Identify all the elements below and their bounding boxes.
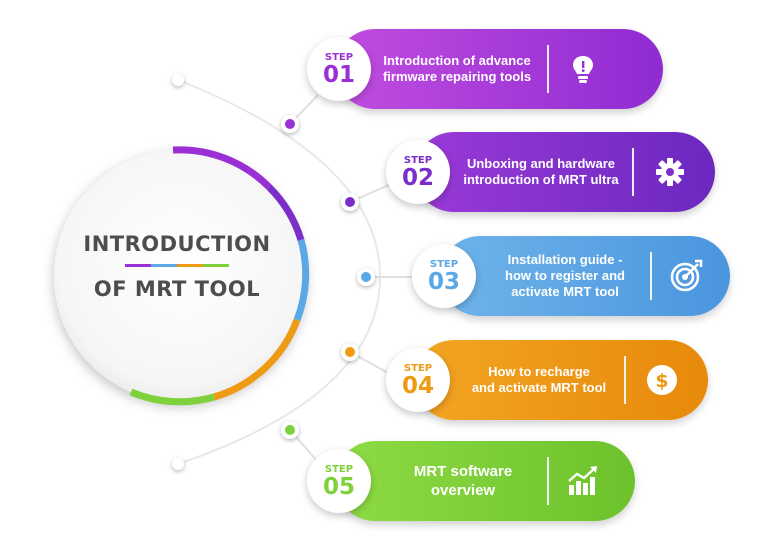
step-5-badge: STEP 05 xyxy=(307,449,371,513)
ring-segment-blue xyxy=(293,239,310,322)
step-2-line-2: introduction of MRT ultra xyxy=(463,172,619,187)
step-1-line-2: firmware repairing tools xyxy=(382,69,532,84)
step-4-number: 04 xyxy=(401,372,434,399)
ring-segment-purple xyxy=(172,146,272,190)
lightbulb-icon xyxy=(573,56,593,83)
step-2-badge: STEP 02 xyxy=(386,140,450,204)
step-3-number: 03 xyxy=(427,268,460,295)
title-color-rule xyxy=(62,264,292,267)
step-5-pill xyxy=(335,441,635,521)
step-3: STEP 03 Installation guide -how to regis… xyxy=(412,236,730,316)
step-5-text: MRT software overview xyxy=(383,441,543,521)
step-3-label: STEP xyxy=(429,258,459,270)
step-3-line-1: Installation guide - xyxy=(507,252,623,267)
step-1-label: STEP xyxy=(324,51,354,63)
step-4-line-2: and activate MRT tool xyxy=(471,380,607,395)
gear-icon xyxy=(656,158,684,186)
arc-end-dot-top xyxy=(172,74,184,86)
step-5-divider xyxy=(547,457,549,505)
node-dot-1 xyxy=(281,115,299,133)
step-5-line-2: overview xyxy=(430,482,496,499)
step-3-line-3: activate MRT tool xyxy=(511,284,619,299)
step-3-badge: STEP 03 xyxy=(412,244,476,308)
title-line-2: OF MRT TOOL xyxy=(93,277,261,301)
center-title: INTRODUCTION OF MRT TOOL xyxy=(62,232,292,301)
target-icon xyxy=(670,259,703,292)
step-1-line-1: Introduction of advance xyxy=(383,53,531,68)
step-3-pill xyxy=(440,236,730,316)
step-5: STEP 05 MRT software overview xyxy=(307,441,635,521)
step-3-line-2: how to register and xyxy=(505,268,625,283)
step-2-label: STEP xyxy=(403,154,433,166)
step-4-badge: STEP 04 xyxy=(386,348,450,412)
ring-segment-violet xyxy=(266,184,305,242)
ring-segment-orange xyxy=(213,318,301,401)
node-dot-4 xyxy=(341,343,359,361)
growth-chart-icon xyxy=(568,466,597,495)
step-1-divider xyxy=(547,45,549,93)
title-line-1: INTRODUCTION xyxy=(83,232,271,256)
arc-end-dot-bottom xyxy=(172,458,184,470)
dollar-coin-icon: $ xyxy=(647,365,677,395)
step-2-divider xyxy=(632,148,634,196)
step-4-divider xyxy=(624,356,626,404)
node-dot-2 xyxy=(341,193,359,211)
node-dot-5 xyxy=(281,421,299,439)
step-5-line-1: MRT software xyxy=(413,463,513,480)
step-4-label: STEP xyxy=(403,362,433,374)
step-1-pill xyxy=(335,29,663,109)
step-5-label: STEP xyxy=(324,463,354,475)
step-4-line-1: How to recharge xyxy=(488,364,590,379)
step-1-badge: STEP 01 xyxy=(307,37,371,101)
step-5-number: 05 xyxy=(322,473,355,500)
step-2-line-1: Unboxing and hardware xyxy=(466,156,616,171)
step-3-divider xyxy=(650,252,652,300)
step-1-number: 01 xyxy=(322,61,355,88)
center-circle xyxy=(54,146,310,406)
ring-segment-green xyxy=(129,388,215,406)
svg-text:$: $ xyxy=(655,370,668,392)
step-2-number: 02 xyxy=(401,164,434,191)
node-dot-3 xyxy=(357,268,375,286)
